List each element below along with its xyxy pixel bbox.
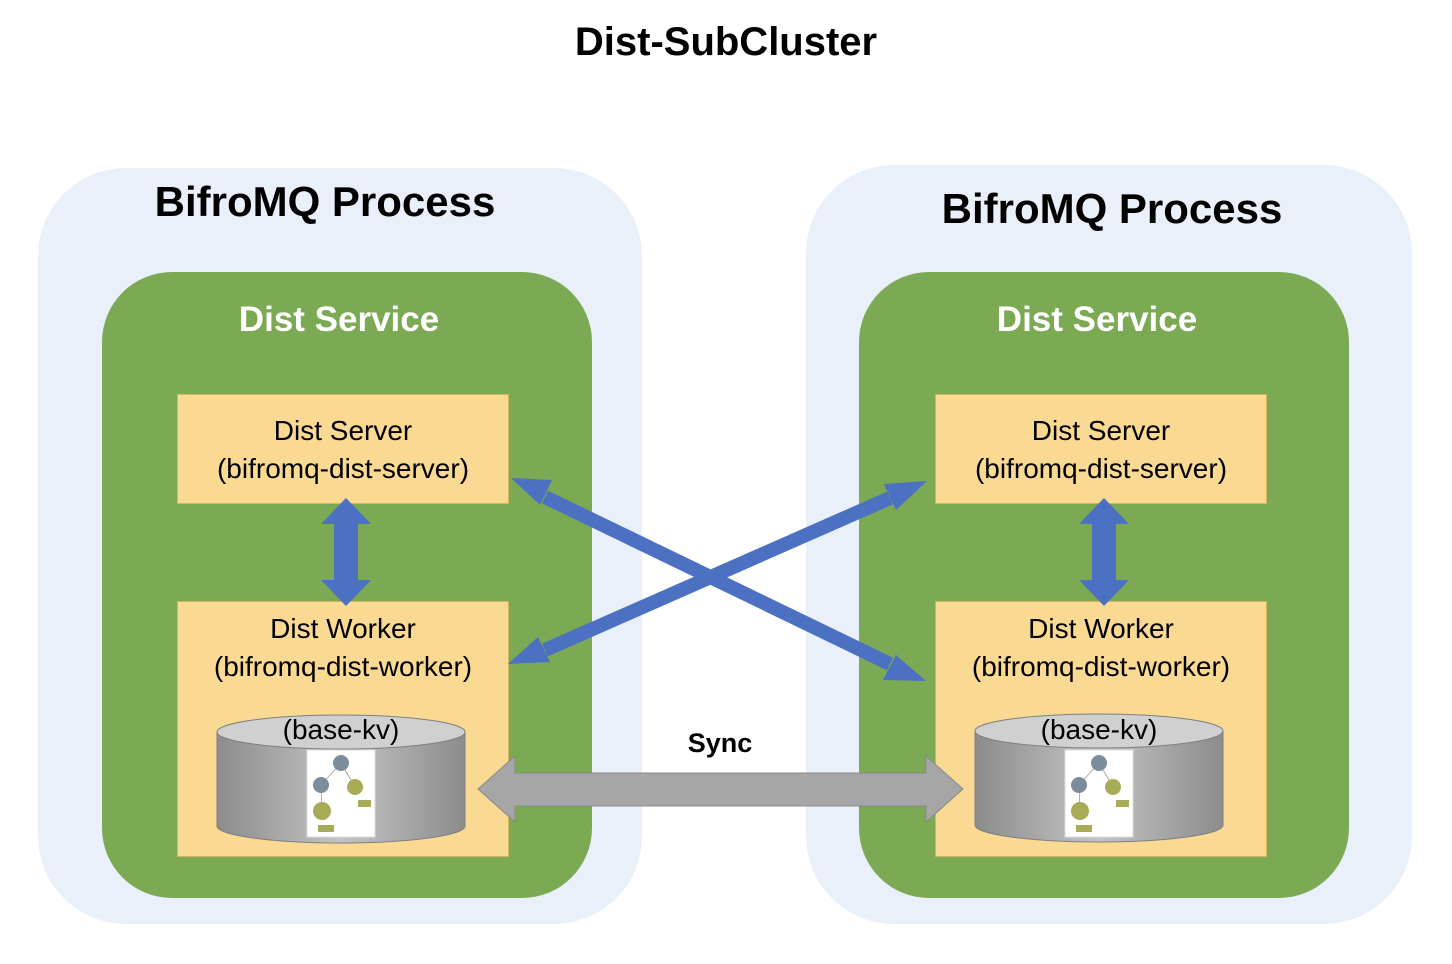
dist-worker-id: (bifromq-dist-worker) — [213, 651, 473, 682]
service-title-right: Dist Service — [996, 300, 1198, 339]
diagram-title: Dist-SubCluster — [574, 20, 878, 64]
process-title-left: BifroMQ Process — [154, 178, 496, 225]
base-kv-label-right: (base-kv) — [1040, 714, 1158, 745]
tree-thumbnail-left — [306, 749, 376, 838]
dist-server-box-left: Dist Server (bifromq-dist-server) — [177, 394, 509, 504]
sync-label: Sync — [687, 728, 753, 758]
base-kv-label-left: (base-kv) — [282, 714, 400, 745]
server-worker-arrow-left — [321, 498, 371, 606]
dist-worker-name: Dist Worker — [1028, 613, 1174, 644]
dist-server-name: Dist Server — [1031, 415, 1171, 446]
dist-worker-id: (bifromq-dist-worker) — [971, 651, 1231, 682]
cross-arrow-worker-left-to-server-right — [508, 481, 927, 664]
process-title-right: BifroMQ Process — [941, 185, 1283, 232]
service-title-left: Dist Service — [238, 300, 440, 339]
dist-server-name: Dist Server — [273, 415, 413, 446]
sync-arrow — [477, 754, 964, 824]
dist-server-box-right: Dist Server (bifromq-dist-server) — [935, 394, 1267, 504]
tree-thumbnail-right — [1064, 749, 1134, 838]
dist-worker-name: Dist Worker — [270, 613, 416, 644]
server-worker-arrow-right — [1079, 498, 1129, 606]
dist-server-id: (bifromq-dist-server) — [216, 453, 470, 484]
dist-server-id: (bifromq-dist-server) — [974, 453, 1228, 484]
